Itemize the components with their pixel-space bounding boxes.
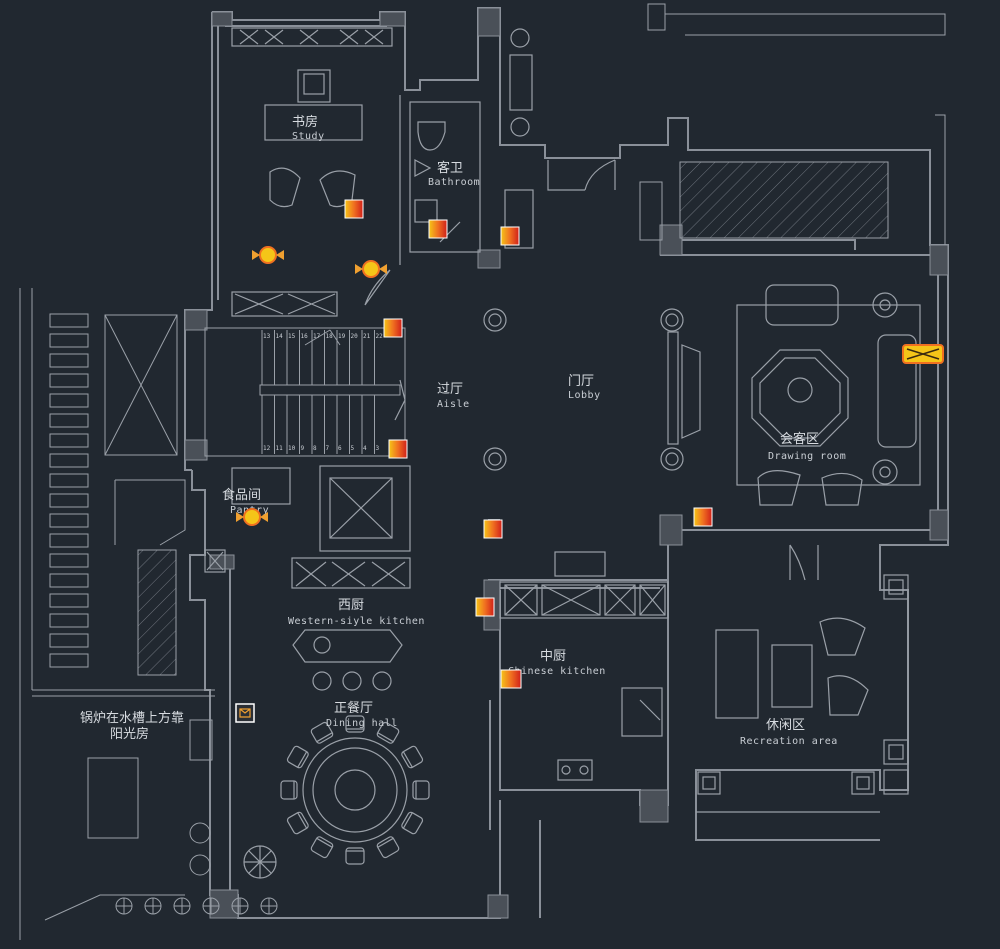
bathroom-label-en: Bathroom [428, 177, 480, 188]
recreation-label-cn: 休闲区 [766, 718, 805, 733]
walls [184, 7, 949, 919]
recreation-label-en: Recreation area [740, 736, 838, 747]
stair-step-number: 19 [338, 333, 346, 340]
sunroom-label-cn: 阳光房 [110, 726, 149, 742]
lobby-label-cn: 门厅 [568, 374, 594, 389]
stair-step-number: 7 [326, 445, 330, 452]
stair-step-number: 8 [313, 445, 317, 452]
stair-step-number: 10 [288, 445, 296, 452]
lobby-features [394, 28, 701, 471]
chinese-kitchen-label-en: Chinese kitchen [508, 666, 606, 677]
dining-hall-label-cn: 正餐厅 [334, 700, 373, 716]
stair-step-number: 20 [351, 333, 359, 340]
stair-step-number: 15 [288, 333, 296, 340]
heater-icon [500, 226, 520, 246]
kitchen-fixtures [292, 551, 669, 781]
dining-hall-label-en: Dining hall [326, 718, 398, 729]
lamp-icon [355, 260, 387, 278]
lobby-label-en: Lobby [568, 390, 601, 401]
stair-step-number: 3 [376, 445, 380, 452]
aisle-label-en: Aisle [437, 399, 470, 410]
drawing-room-furniture [736, 284, 921, 581]
stair-step-number: 13 [263, 333, 271, 340]
pantry-label-cn: 食品间 [222, 487, 261, 503]
plant-row [115, 897, 278, 915]
heater-icon [483, 519, 503, 539]
bathroom-fixtures [409, 101, 481, 253]
chinese-kitchen-label-cn: 中厨 [540, 649, 566, 664]
study-label-cn: 书房 [292, 114, 318, 130]
heater-icon [344, 199, 364, 219]
stair-step-number: 6 [338, 445, 342, 452]
pantry-area [204, 465, 411, 589]
aisle-label-cn: 过厅 [437, 382, 463, 397]
recreation-furniture [696, 574, 909, 813]
stair-step-number: 17 [313, 333, 321, 340]
terrace [639, 3, 946, 245]
heater-icon [428, 219, 448, 239]
western-kitchen-label-cn: 西厨 [338, 598, 364, 613]
lamp-icon [252, 246, 284, 264]
stair-step-number: 21 [363, 333, 371, 340]
staircase [204, 327, 406, 457]
markers [235, 199, 944, 723]
stair-step-number: 9 [301, 445, 305, 452]
lamp-icon [236, 508, 268, 526]
heater-icon [388, 439, 408, 459]
stair-step-number: 18 [326, 333, 334, 340]
stair-step-number: 11 [276, 445, 284, 452]
stair-step-number: 22 [376, 333, 384, 340]
stair-step-number: 12 [263, 445, 271, 452]
western-kitchen-label-en: Western-siyle kitchen [288, 616, 425, 627]
stair-step-number: 14 [276, 333, 284, 340]
sunroom-note-cn: 锅炉在水槽上方靠 [80, 710, 184, 726]
heater-icon [475, 597, 495, 617]
stair-numbers-top: 13 14 15 16 17 18 19 20 21 22 [263, 333, 383, 340]
study-label-en: Study [292, 131, 325, 142]
heater-icon [693, 507, 713, 527]
wall-blocks [184, 7, 949, 919]
stair-step-number: 4 [363, 445, 367, 452]
drawing-room-label-en: Drawing room [768, 451, 846, 462]
study-room [231, 27, 401, 317]
bathroom-label-cn: 客卫 [437, 160, 463, 176]
stair-numbers-bottom: 12 11 10 9 8 7 6 5 4 3 [263, 445, 380, 452]
exterior-left [19, 288, 215, 940]
dining-table [243, 715, 430, 879]
heater-icon [500, 669, 522, 689]
room-labels: 书房 Study 客卫 Bathroom 过厅 Aisle 门厅 Lobby 会… [80, 114, 846, 747]
mail-icon [235, 703, 255, 723]
stair-step-number: 16 [301, 333, 309, 340]
heater-icon [383, 318, 403, 338]
radiator-icon [902, 344, 944, 364]
drawing-room-label-cn: 会客区 [780, 431, 819, 447]
stair-step-number: 5 [351, 445, 355, 452]
